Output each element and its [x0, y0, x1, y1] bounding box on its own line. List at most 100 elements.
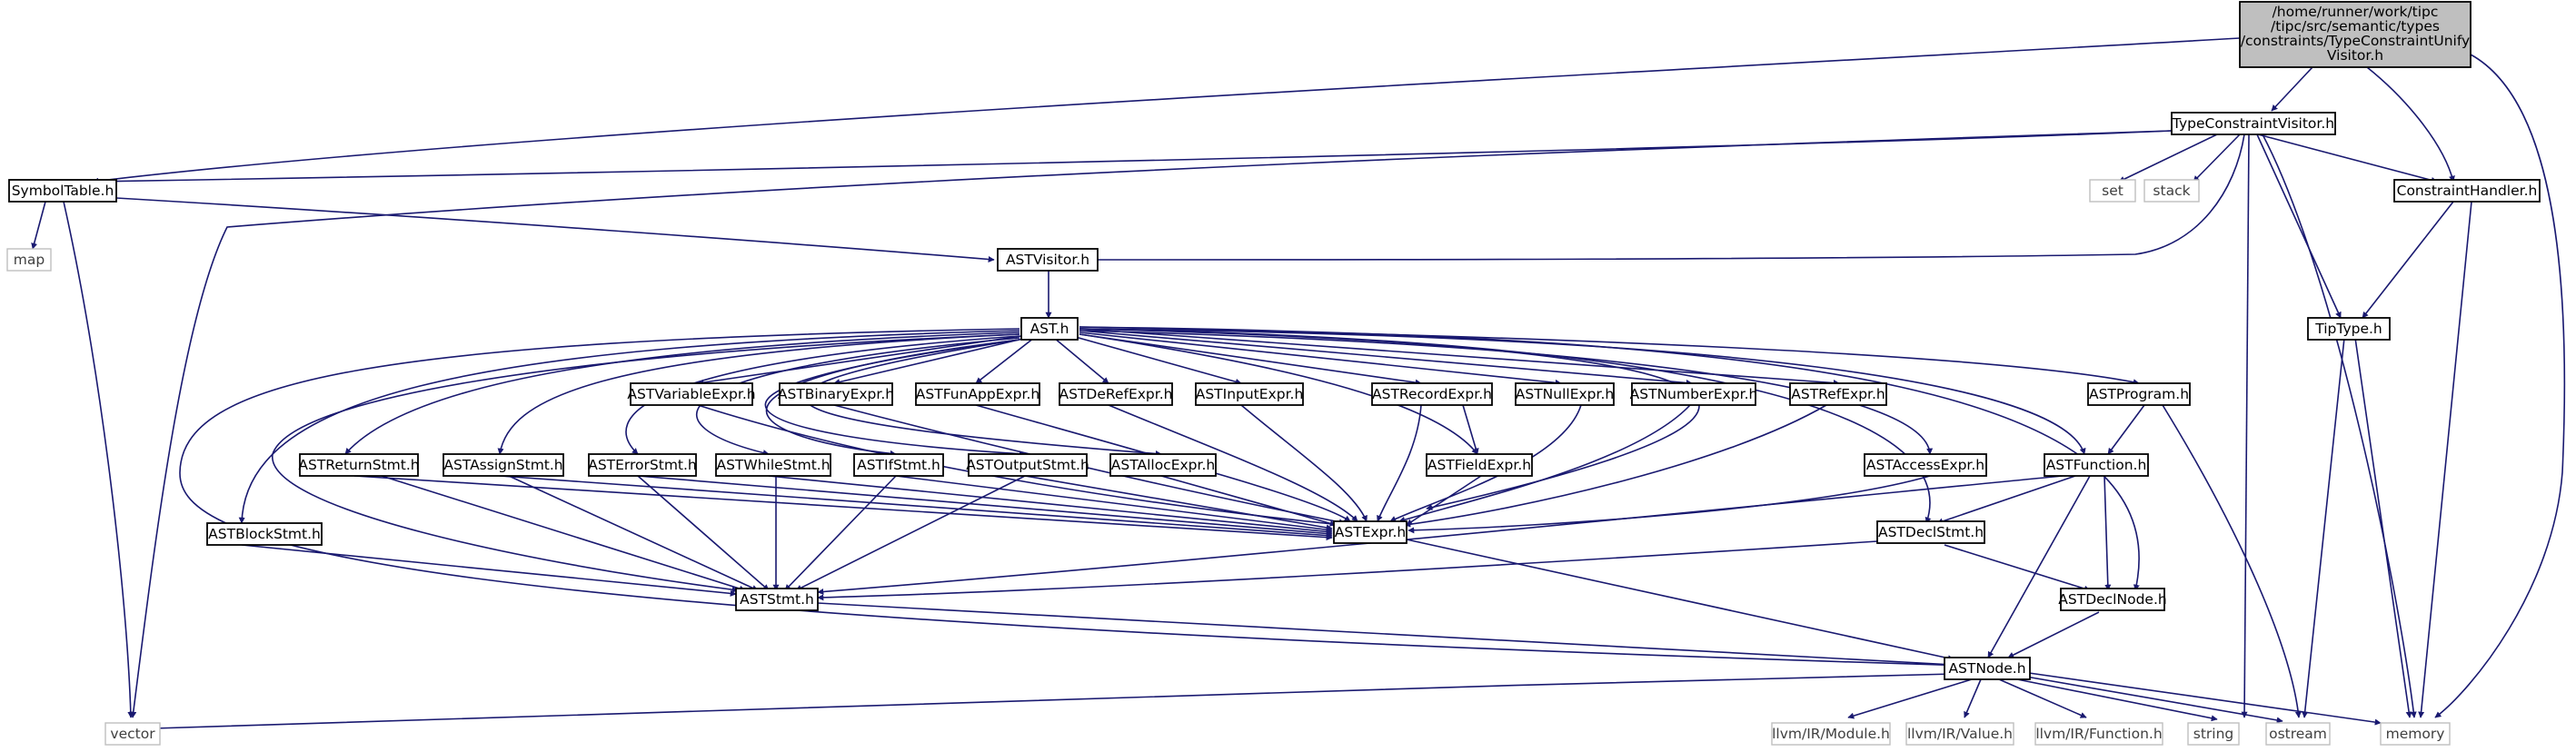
node-map[interactable]: map — [6, 248, 52, 272]
edge-declstmt-stmt — [817, 540, 1878, 601]
node-label: vector — [110, 726, 155, 742]
edge-ast-expr — [1079, 328, 1700, 511]
edge-number-expr — [1398, 404, 1691, 523]
edge-stmt-node — [817, 602, 1954, 668]
edge-tcv-astvisitor — [1071, 134, 2245, 263]
edge-ast-alloc — [804, 339, 1162, 457]
node-label: ASTNumberExpr.h — [1630, 386, 1758, 402]
edge-ast-field — [1079, 333, 1478, 455]
edge-function-node — [1987, 475, 2091, 658]
node-ast-number-expr[interactable]: ASTNumberExpr.h — [1630, 382, 1758, 406]
node-label: ASTErrorStmt.h — [588, 457, 697, 473]
edge-input-expr — [1240, 404, 1368, 522]
node-ast-program[interactable]: ASTProgram.h — [2087, 382, 2191, 406]
edge-error-expr — [637, 475, 1333, 537]
node-llvm-value[interactable]: llvm/IR/Value.h — [1905, 722, 2014, 746]
node-ostream[interactable]: ostream — [2265, 722, 2331, 746]
node-label: ASTFunAppExpr.h — [916, 386, 1039, 402]
edge-node-value — [1964, 678, 1982, 718]
node-label: ASTRefExpr.h — [1791, 386, 1885, 402]
edge-function-declnode — [2104, 475, 2112, 591]
edge-symtab-astvisitor — [115, 197, 995, 262]
node-ast-input-expr[interactable]: ASTInputExpr.h — [1195, 382, 1304, 406]
edge-assign-expr — [499, 475, 1333, 539]
edge-while-expr — [768, 475, 1333, 535]
node-label: ASTReturnStmt.h — [298, 457, 419, 473]
node-ast-binary-expr[interactable]: ASTBinaryExpr.h — [778, 382, 894, 406]
node-label: map — [14, 252, 45, 268]
node-label: SymbolTable.h — [12, 183, 114, 199]
node-ast-assign-stmt[interactable]: ASTAssignStmt.h — [443, 453, 564, 477]
node-ast-if-stmt[interactable]: ASTIfStmt.h — [853, 453, 944, 477]
node-ast-decl-stmt[interactable]: ASTDeclStmt.h — [1876, 520, 1985, 544]
node-ast-alloc-expr[interactable]: ASTAllocExpr.h — [1109, 453, 1217, 477]
node-ast-field-expr[interactable]: ASTFieldExpr.h — [1426, 453, 1533, 477]
node-label: ASTExpr.h — [1335, 524, 1406, 540]
node-tip-type[interactable]: TipType.h — [2307, 317, 2391, 341]
edge-null-expr — [1389, 404, 1582, 522]
node-ast-visitor[interactable]: ASTVisitor.h — [997, 248, 1099, 272]
edge-funapp-expr — [975, 404, 1351, 522]
node-label: ASTFieldExpr.h — [1427, 457, 1531, 473]
node-ast-variable-expr[interactable]: ASTVariableExpr.h — [627, 382, 756, 406]
node-ast[interactable]: AST.h — [1020, 317, 1079, 341]
node-label: memory — [2386, 726, 2445, 742]
edge-ast-ret — [344, 331, 1020, 455]
edge-expr-node — [1406, 539, 1954, 662]
node-ast-block-stmt[interactable]: ASTBlockStmt.h — [206, 522, 323, 546]
node-ast-function[interactable]: ASTFunction.h — [2044, 453, 2149, 477]
root-line-2: /tipc/src/semantic/types — [2271, 18, 2440, 35]
edge-record-expr — [1377, 404, 1422, 522]
edge-ref-expr — [1404, 404, 1827, 528]
node-ast-node[interactable]: ASTNode.h — [1944, 657, 2031, 680]
node-ast-output-stmt[interactable]: ASTOutputStmt.h — [966, 453, 1089, 477]
node-ast-return-stmt[interactable]: ASTReturnStmt.h — [298, 453, 420, 477]
node-label: llvm/IR/Module.h — [1772, 726, 1890, 742]
node-ast-expr[interactable]: ASTExpr.h — [1333, 520, 1407, 544]
node-ast-while-stmt[interactable]: ASTWhileStmt.h — [715, 453, 831, 477]
node-ast-ref-expr[interactable]: ASTRefExpr.h — [1789, 382, 1887, 406]
node-label: ostream — [2269, 726, 2327, 742]
edge-ast-access — [1079, 330, 1934, 455]
node-stack[interactable]: stack — [2143, 179, 2200, 203]
node-ast-record-expr[interactable]: ASTRecordExpr.h — [1371, 382, 1493, 406]
node-symbol-table[interactable]: SymbolTable.h — [8, 179, 117, 203]
node-label: ASTFunction.h — [2046, 457, 2147, 473]
node-label: llvm/IR/Function.h — [2035, 726, 2162, 742]
node-ast-deref-expr[interactable]: ASTDeRefExpr.h — [1059, 382, 1173, 406]
node-ast-access-expr[interactable]: ASTAccessExpr.h — [1864, 453, 1987, 477]
node-label: ASTProgram.h — [2089, 386, 2189, 402]
edge-ast-varexpr — [697, 335, 1022, 386]
edge-tcv-memory — [2262, 134, 2417, 718]
edge-ast-function — [1079, 328, 2086, 455]
edge-tcv-handler — [2257, 134, 2438, 183]
edge-ast-stmt — [272, 333, 1020, 593]
edge-tcv-string — [2241, 134, 2250, 718]
node-ast-error-stmt[interactable]: ASTErrorStmt.h — [588, 453, 697, 477]
node-ast-null-expr[interactable]: ASTNullExpr.h — [1515, 382, 1615, 406]
node-label: ASTDeRefExpr.h — [1059, 386, 1173, 402]
node-label: ASTOutputStmt.h — [966, 457, 1089, 473]
node-ast-fun-app-expr[interactable]: ASTFunAppExpr.h — [915, 382, 1040, 406]
node-ast-stmt[interactable]: ASTStmt.h — [735, 588, 819, 611]
node-llvm-function[interactable]: llvm/IR/Function.h — [2034, 722, 2163, 746]
node-type-constraint-unify-visitor[interactable]: /home/runner/work/tipc /tipc/src/semanti… — [2239, 1, 2472, 68]
node-set[interactable]: set — [2089, 179, 2136, 203]
node-string[interactable]: string — [2187, 722, 2240, 746]
edge-root-symtab — [92, 37, 2241, 184]
edge-block-stmt — [241, 544, 737, 597]
node-vector[interactable]: vector — [104, 722, 161, 746]
node-memory[interactable]: memory — [2380, 722, 2451, 746]
node-type-constraint-visitor[interactable]: TypeConstraintVisitor.h — [2171, 112, 2336, 135]
node-constraint-handler[interactable]: ConstraintHandler.h — [2393, 179, 2541, 203]
edge-ast-null — [1079, 331, 1562, 386]
edge-ast-block — [238, 330, 1020, 524]
node-ast-decl-node[interactable]: ASTDeclNode.h — [2058, 588, 2167, 611]
edge-tcv-symtab — [92, 130, 2173, 185]
node-label: string — [2193, 726, 2234, 742]
node-llvm-module[interactable]: llvm/IR/Module.h — [1771, 722, 1891, 746]
dependency-edges — [31, 37, 2566, 732]
edge-node-ostream — [2020, 675, 2283, 724]
edge-field-expr — [1406, 475, 1482, 526]
